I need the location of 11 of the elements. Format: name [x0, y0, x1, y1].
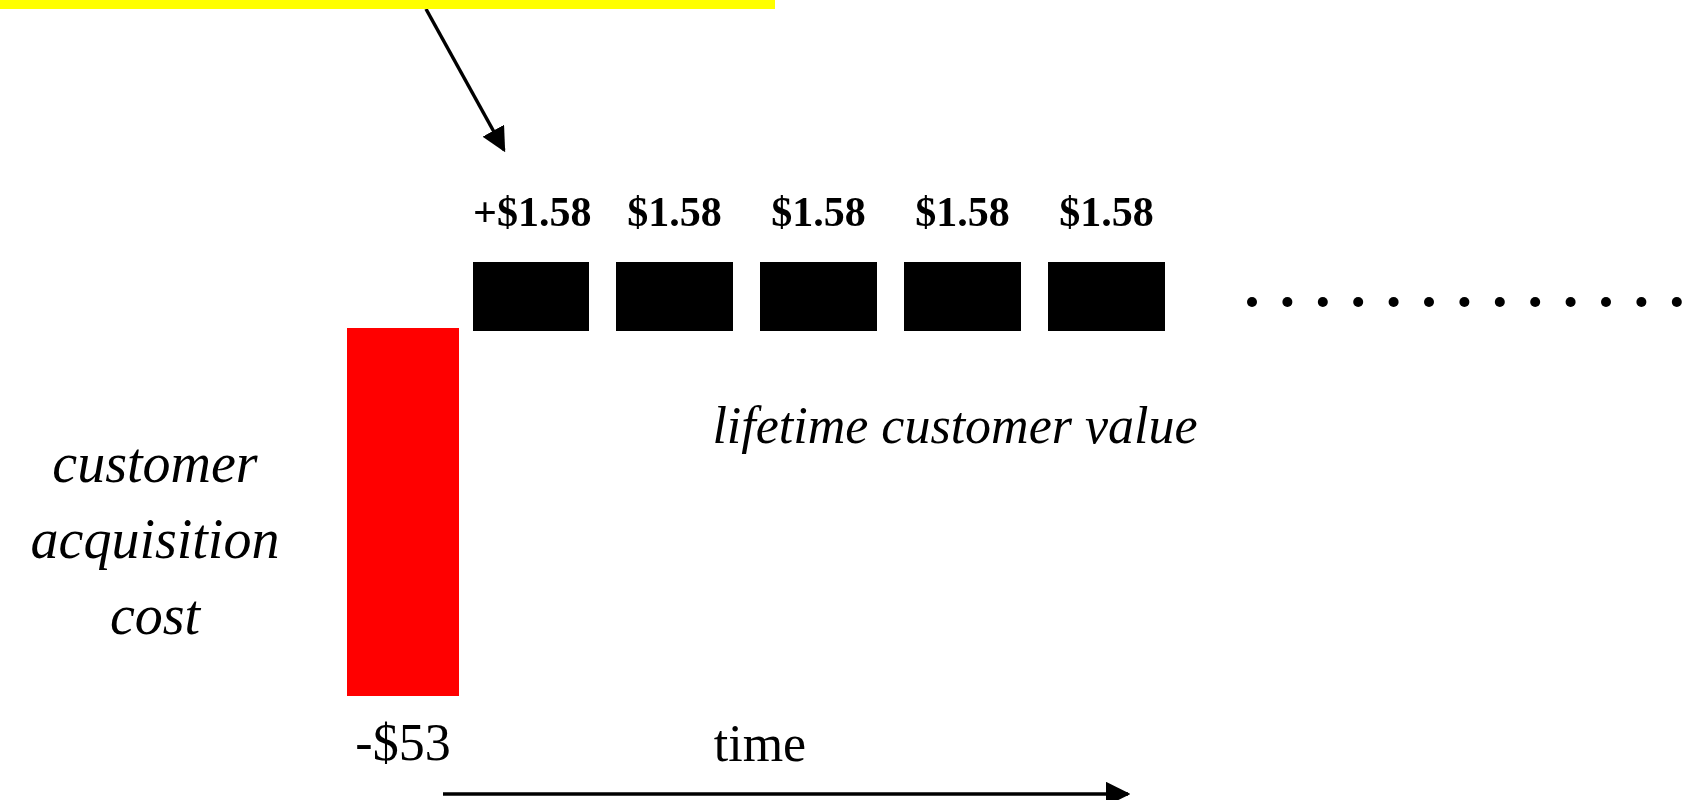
- value-label: -$53: [354, 713, 452, 773]
- value-label: $1.58: [1058, 188, 1155, 236]
- arrow: [424, 8, 506, 153]
- bar-caption: customer acquisition cost: [29, 431, 281, 648]
- axis-label: time: [712, 714, 808, 774]
- value-label: +$1.58: [473, 188, 589, 236]
- highlight-bar: [0, 0, 775, 9]
- chart-caption: lifetime customer value: [711, 396, 1199, 456]
- value-label: $1.58: [626, 188, 723, 236]
- value-label: $1.58: [770, 188, 867, 236]
- value-label: $1.58: [914, 188, 1011, 236]
